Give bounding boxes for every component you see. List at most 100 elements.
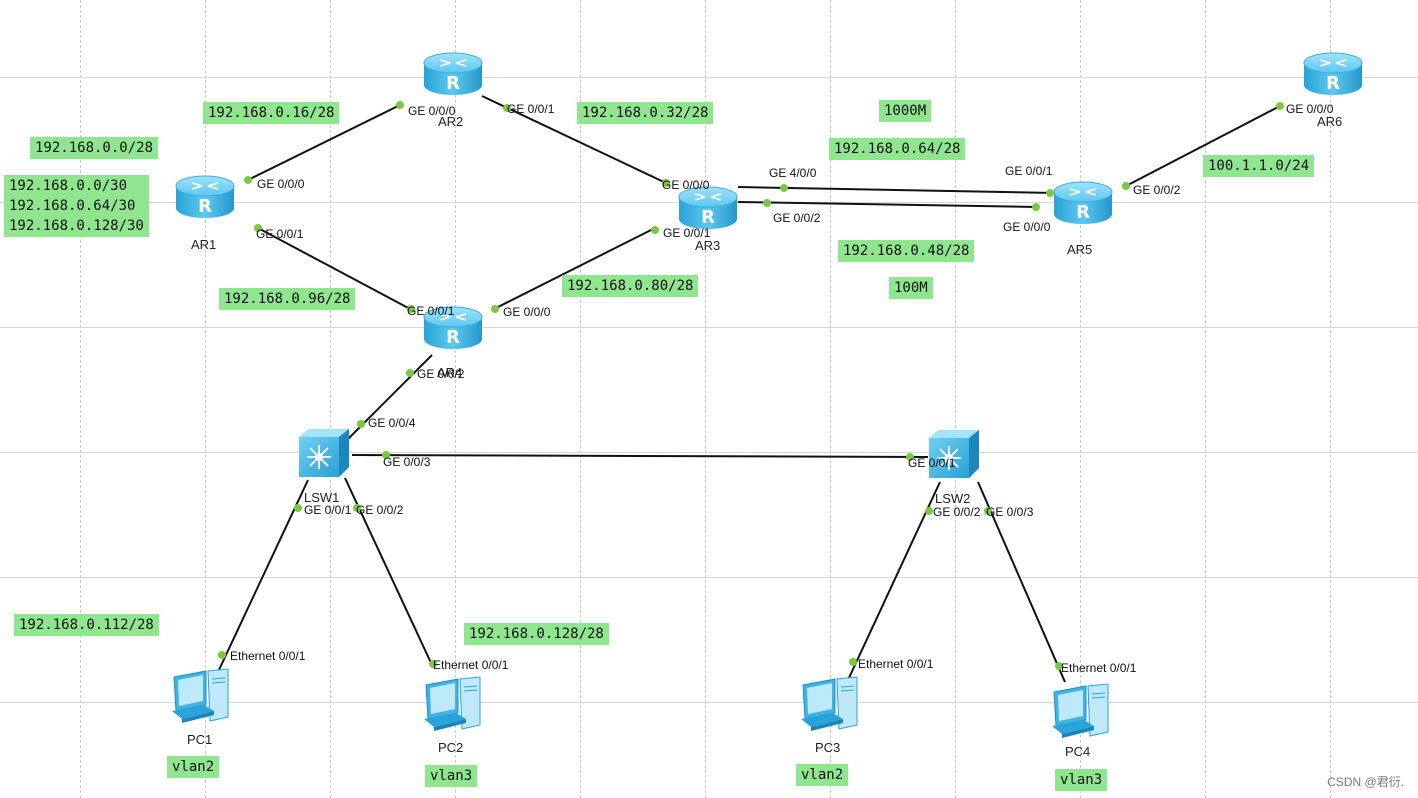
router-icon-ar1[interactable] [174, 171, 236, 223]
grid-line [80, 0, 81, 798]
port-dot [1046, 189, 1054, 197]
port-dot [406, 369, 414, 377]
grid-line [455, 0, 456, 798]
device-label-lsw2: LSW2 [935, 491, 971, 506]
link-ar3-ar4[interactable] [493, 227, 656, 310]
port-label: GE 0/0/1 [908, 456, 956, 470]
subnet-note: 192.168.0.80/28 [562, 275, 699, 297]
grid-line [580, 0, 581, 798]
router-icon-ar6[interactable] [1302, 48, 1364, 100]
link-ar1-ar4[interactable] [257, 227, 413, 311]
port-dot [407, 305, 415, 313]
watermark: CSDN @君衍. [1327, 775, 1404, 789]
router-icon-ar2[interactable] [422, 48, 484, 100]
port-dot [1055, 662, 1063, 670]
port-label: Ethernet 0/0/1 [858, 657, 934, 671]
grid-line [830, 0, 831, 798]
port-dot [906, 453, 914, 461]
switch-icon-lsw1[interactable] [295, 427, 351, 479]
device-label-ar3: AR3 [695, 238, 721, 253]
port-label: GE 0/0/1 [256, 227, 304, 241]
switch-icon-lsw2[interactable] [925, 428, 981, 480]
subnet-note: 192.168.0.0/28 [30, 137, 159, 159]
port-dot [357, 420, 365, 428]
port-label: Ethernet 0/0/1 [230, 649, 306, 663]
pc-icon-pc3[interactable] [797, 673, 863, 733]
router-icon-ar5[interactable] [1052, 177, 1114, 229]
device-label-ar2: AR2 [438, 114, 464, 129]
vlan-note-pc3: vlan2 [796, 764, 849, 786]
port-label: GE 0/0/1 [304, 503, 352, 517]
link-lsw2-pc4[interactable] [977, 481, 1066, 683]
grid-line [955, 0, 956, 798]
port-dot [662, 179, 670, 187]
grid-line [205, 0, 206, 798]
port-dot [503, 104, 511, 112]
grid-line [1330, 0, 1331, 798]
port-dot [429, 660, 437, 668]
subnet-note: 192.168.0.48/28 [838, 240, 975, 262]
port-dot [254, 224, 262, 232]
grid-line [0, 77, 1418, 78]
grid-line [0, 327, 1418, 328]
subnet-note: 192.168.0.128/28 [464, 623, 609, 645]
port-dot [218, 651, 226, 659]
port-label: GE 0/0/0 [1003, 220, 1051, 234]
port-label: GE 0/0/2 [356, 503, 404, 517]
grid-line [0, 577, 1418, 578]
grid-line [0, 452, 1418, 453]
grid-line [1080, 0, 1081, 798]
device-label-ar5: AR5 [1067, 242, 1093, 257]
subnet-note-ar1-loopbacks: 192.168.0.0/30 192.168.0.64/30 192.168.0… [4, 175, 149, 237]
subnet-note: 100.1.1.0/24 [1203, 155, 1315, 177]
port-label: GE 0/0/1 [1005, 164, 1053, 178]
port-dot [849, 658, 857, 666]
pc-icon-pc1[interactable] [168, 665, 234, 725]
link-ar1-ar2[interactable] [247, 104, 401, 181]
port-label: GE 0/0/0 [257, 177, 305, 191]
grid-line [705, 0, 706, 798]
port-label: GE 0/0/0 [662, 178, 710, 192]
link-lsw1-lsw2[interactable] [351, 454, 929, 458]
link-ar5-ar6[interactable] [1123, 105, 1281, 188]
port-label: Ethernet 0/0/1 [1061, 661, 1137, 675]
device-label-ar6: AR6 [1317, 114, 1343, 129]
port-label: GE 0/0/2 [773, 211, 821, 225]
port-label: GE 0/0/2 [1133, 183, 1181, 197]
device-label-ar4: AR4 [437, 365, 463, 380]
subnet-note: 192.168.0.16/28 [203, 102, 340, 124]
port-label: GE 0/0/0 [503, 305, 551, 319]
grid-line [330, 0, 331, 798]
port-dot [1276, 102, 1284, 110]
pc-icon-pc4[interactable] [1048, 680, 1114, 740]
pc-icon-pc2[interactable] [420, 673, 486, 733]
port-label: GE 0/0/0 [1286, 102, 1334, 116]
bandwidth-note: 1000M [879, 100, 932, 122]
port-dot [763, 199, 771, 207]
device-label-lsw1: LSW1 [304, 490, 340, 505]
port-label: GE 0/0/2 [933, 505, 981, 519]
port-label: GE 4/0/0 [769, 166, 817, 180]
subnet-note: 192.168.0.96/28 [219, 288, 356, 310]
port-label: GE 0/0/1 [507, 102, 555, 116]
link-lsw1-pc1[interactable] [217, 479, 309, 673]
device-label-pc2: PC2 [438, 740, 464, 755]
grid-line [0, 702, 1418, 703]
port-label: GE 0/0/2 [417, 367, 465, 381]
port-dot [353, 504, 361, 512]
link-ar3-ar5-100m[interactable] [737, 201, 1038, 208]
port-label: GE 0/0/3 [383, 455, 431, 469]
port-dot [294, 504, 302, 512]
device-label-ar1: AR1 [191, 237, 217, 252]
link-ar2-ar3[interactable] [481, 95, 667, 184]
link-lsw2-pc3[interactable] [847, 481, 941, 681]
link-ar3-ar5-1000m[interactable] [737, 186, 1055, 194]
port-label: Ethernet 0/0/1 [433, 658, 509, 672]
port-dot [1122, 182, 1130, 190]
port-dot [780, 184, 788, 192]
device-label-pc1: PC1 [187, 732, 213, 747]
vlan-note-pc4: vlan3 [1055, 769, 1108, 791]
port-label: GE 0/0/1 [407, 304, 455, 318]
port-dot [382, 451, 390, 459]
